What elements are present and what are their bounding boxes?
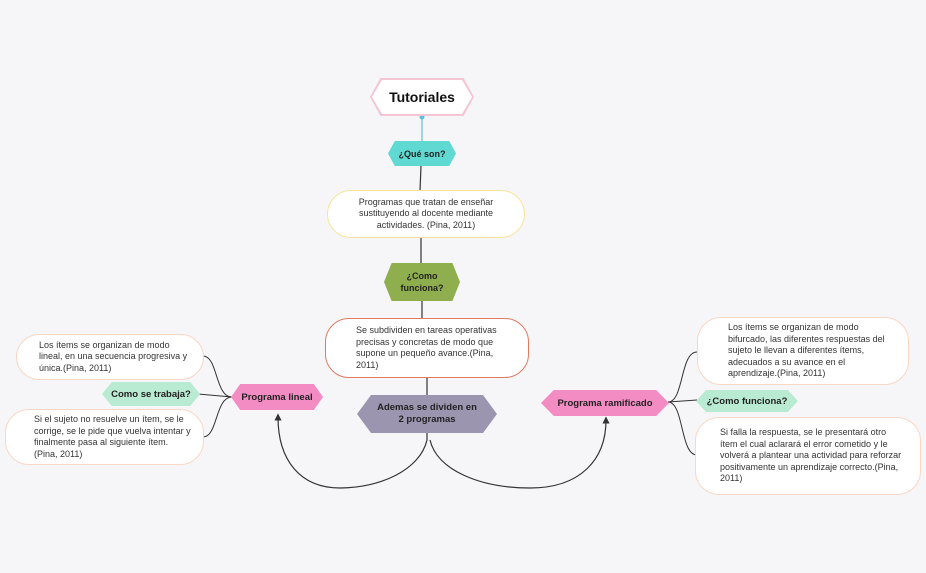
ram-desc2-text: Si falla la respuesta, se le presentará …: [720, 427, 902, 484]
como-funciona-label: ¿Como funciona?: [400, 271, 444, 293]
subdividen-text: Se subdividen en tareas operativas preci…: [356, 325, 497, 370]
connector-lineal-trabaja: [197, 393, 233, 398]
ram-desc2-node[interactable]: Si falla la respuesta, se le presentará …: [695, 417, 921, 495]
ram-desc1-node[interactable]: Los ítems se organizan de modo bifurcado…: [697, 317, 909, 385]
como-funciona-ramificado-node[interactable]: ¿Como funciona?: [696, 390, 798, 412]
subdividen-node[interactable]: Se subdividen en tareas operativas preci…: [325, 318, 529, 378]
como-funciona-node[interactable]: ¿Como funciona?: [384, 263, 460, 301]
como-se-trabaja-label: Como se trabaja?: [111, 388, 191, 400]
lineal-desc1-node[interactable]: Los ítems se organizan de modo lineal, e…: [16, 334, 204, 380]
definicion-text: Programas que tratan de enseñar sustituy…: [358, 196, 494, 230]
connector-que-son: [419, 165, 422, 192]
programa-lineal-node[interactable]: Programa lineal: [231, 384, 323, 410]
ram-desc1-text: Los ítems se organizan de modo bifurcado…: [728, 322, 885, 379]
definicion-node[interactable]: Programas que tratan de enseñar sustituy…: [327, 190, 525, 238]
que-son-node[interactable]: ¿Qué son?: [388, 141, 456, 166]
connector-lineal-desc1: [202, 355, 233, 398]
connector-lineal-desc2: [202, 396, 233, 438]
lineal-desc1-text: Los ítems se organizan de modo lineal, e…: [39, 339, 188, 373]
dividen-node[interactable]: Ademas se dividen en 2 programas: [357, 395, 497, 433]
que-son-label: ¿Qué son?: [398, 148, 446, 159]
root-node[interactable]: Tutoriales: [370, 78, 474, 116]
connector-to-ramificado: [429, 416, 610, 489]
como-se-trabaja-node[interactable]: Como se trabaja?: [102, 382, 200, 406]
programa-lineal-label: Programa lineal: [241, 391, 313, 403]
connector-ram-desc2: [667, 401, 698, 456]
lineal-desc2-node[interactable]: Si el sujeto no resuelve un ítem, se le …: [5, 409, 204, 465]
root-node-inner: Tutoriales: [372, 80, 472, 114]
programa-ramificado-label: Programa ramificado: [557, 397, 653, 409]
como-funciona-ramificado-label: ¿Como funciona?: [706, 395, 788, 407]
dividen-label: Ademas se dividen en 2 programas: [377, 402, 477, 425]
connector-to-lineal: [274, 413, 428, 489]
connector-ram-desc1: [667, 351, 698, 403]
programa-ramificado-node[interactable]: Programa ramificado: [541, 390, 669, 416]
root-title: Tutoriales: [389, 89, 455, 105]
lineal-desc2-text: Si el sujeto no resuelve un ítem, se le …: [34, 414, 191, 459]
connector-ram-funciona: [667, 399, 698, 403]
